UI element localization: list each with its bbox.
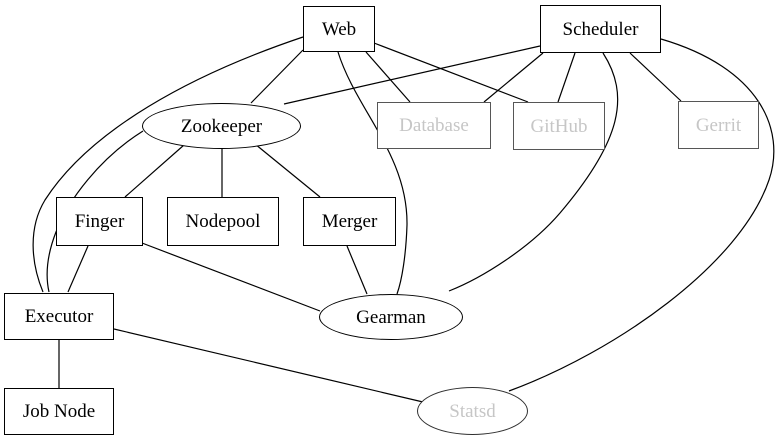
edge-finger-gearman [141, 242, 321, 312]
edge-scheduler-statsd [508, 38, 775, 392]
edge-executor-statsd [113, 328, 424, 403]
edge-scheduler-zookeeper [283, 45, 541, 105]
node-executor: Executor [4, 293, 114, 340]
edge-scheduler-gearman [448, 52, 619, 292]
node-github: GitHub [513, 102, 605, 150]
node-job-node: Job Node [4, 388, 114, 435]
edge-scheduler-gerrit [629, 52, 682, 102]
node-github-label: GitHub [530, 115, 588, 137]
node-merger-label: Merger [321, 211, 378, 232]
node-merger: Merger [303, 197, 396, 246]
node-statsd: Statsd [417, 387, 528, 435]
edge-zookeeper-merger [254, 143, 321, 198]
edge-web-database [365, 51, 411, 103]
node-gearman: Gearman [319, 294, 463, 340]
node-zookeeper: Zookeeper [142, 103, 301, 149]
edge-scheduler-github [557, 52, 576, 103]
edge-web-executor [32, 36, 304, 293]
node-job-node-label: Job Node [22, 401, 96, 422]
edge-scheduler-database [483, 52, 544, 103]
node-gearman-label: Gearman [356, 306, 426, 328]
edge-web-zookeeper [250, 49, 304, 104]
node-gerrit-label: Gerrit [695, 114, 742, 136]
node-nodepool: Nodepool [167, 197, 279, 246]
node-scheduler: Scheduler [540, 5, 661, 53]
node-web: Web [303, 6, 375, 52]
node-finger: Finger [56, 197, 143, 246]
node-nodepool-label: Nodepool [185, 211, 261, 232]
edge-merger-gearman [346, 245, 368, 295]
edge-web-github [373, 42, 529, 103]
edge-web-gearman [337, 51, 408, 295]
node-statsd-label: Statsd [449, 400, 496, 422]
node-finger-label: Finger [74, 211, 125, 232]
node-database-label: Database [399, 115, 469, 136]
edge-finger-executor [67, 245, 89, 293]
node-database: Database [377, 102, 491, 149]
node-executor-label: Executor [24, 306, 94, 327]
node-web-label: Web [321, 18, 357, 40]
node-zookeeper-label: Zookeeper [180, 115, 263, 137]
node-scheduler-label: Scheduler [562, 18, 639, 40]
node-gerrit: Gerrit [678, 101, 759, 149]
edge-zookeeper-finger [124, 144, 185, 198]
